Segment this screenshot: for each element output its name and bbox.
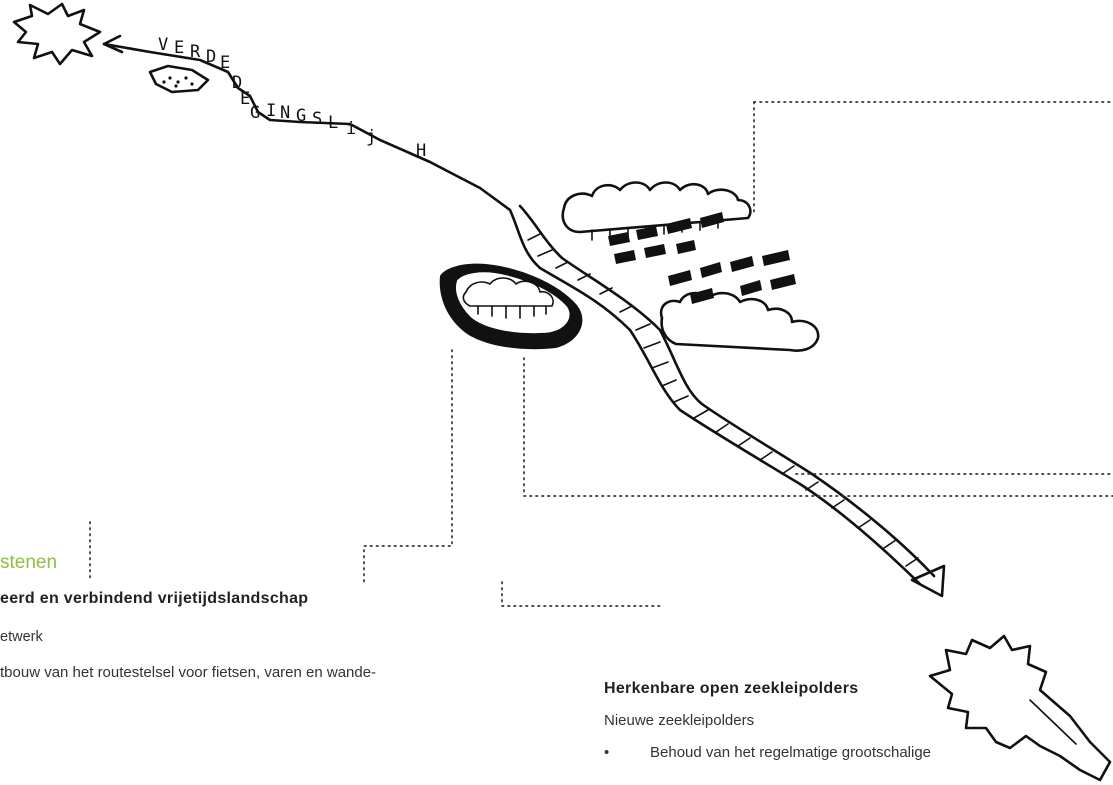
polder-fields xyxy=(608,212,796,304)
defence-line-arrowhead xyxy=(104,36,122,52)
defence-line xyxy=(104,44,510,210)
leader-line-island xyxy=(364,350,452,584)
label-char: G xyxy=(250,103,260,123)
label-char: E xyxy=(174,38,184,58)
island-dots xyxy=(162,76,193,87)
bullet-marker: • xyxy=(604,744,650,761)
polder-tree-belt-top xyxy=(563,183,751,233)
right-bullet-text: Behoud van het regelmatige grootschalige xyxy=(650,744,931,761)
leader-line-dike xyxy=(524,358,1113,496)
right-bullet-item: •Behoud van het regelmatige grootschalig… xyxy=(604,744,931,761)
label-char: V xyxy=(158,35,168,55)
label-char: R xyxy=(190,42,201,62)
left-subheading: etwerk xyxy=(0,629,43,645)
polder-tree-belt-bottom xyxy=(661,293,818,351)
theme-title: stenen xyxy=(0,552,57,574)
label-char: i xyxy=(346,119,356,139)
small-island xyxy=(150,66,208,92)
label-char: G xyxy=(296,106,306,126)
label-char: E xyxy=(240,89,250,109)
right-heading: Herkenbare open zeekleipolders xyxy=(604,680,858,698)
dike-route-edge-right xyxy=(520,206,934,576)
left-bullet-text: tbouw van het routestelsel voor fietsen,… xyxy=(0,664,376,681)
dike-route-hatching xyxy=(528,234,918,566)
label-char: S xyxy=(312,109,322,129)
label-char: I xyxy=(266,101,276,121)
label-char: N xyxy=(280,103,290,123)
right-subheading: Nieuwe zeekleipolders xyxy=(604,712,754,729)
fortress-star-top xyxy=(14,4,100,64)
left-heading: eerd en verbindend vrijetijdslandschap xyxy=(0,590,308,608)
label-char: j xyxy=(366,127,376,147)
label-char: L xyxy=(328,113,338,133)
label-char: D xyxy=(206,47,216,67)
fortress-star-bottom xyxy=(930,636,1110,780)
fortress-bottom-inner-line xyxy=(1030,700,1076,744)
label-char: H xyxy=(416,141,426,161)
leader-line-center xyxy=(502,582,664,606)
label-char: E xyxy=(220,53,230,73)
